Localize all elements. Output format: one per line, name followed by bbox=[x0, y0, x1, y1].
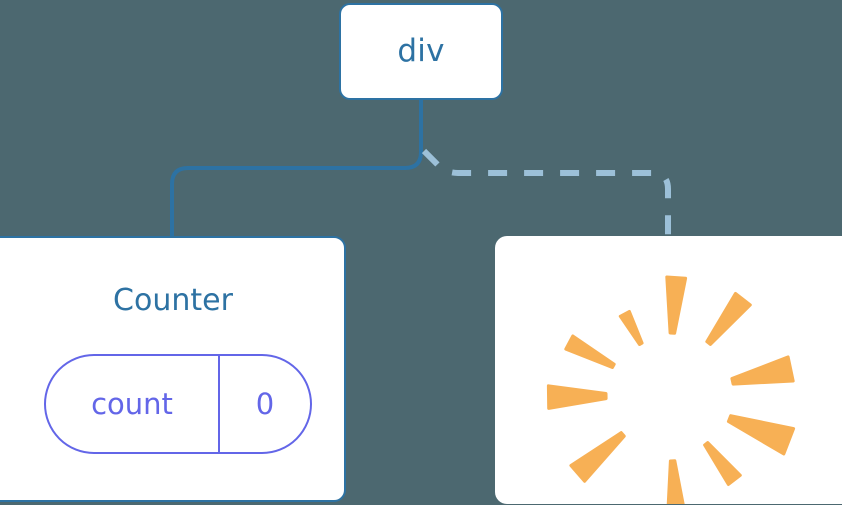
node-div[interactable]: div bbox=[339, 3, 503, 100]
state-pill-count[interactable]: count 0 bbox=[44, 354, 312, 454]
node-div-label: div bbox=[397, 33, 445, 69]
card-burst[interactable] bbox=[495, 236, 842, 504]
ray-w bbox=[546, 384, 608, 410]
ray-n bbox=[665, 275, 688, 335]
state-pill-value: 0 bbox=[255, 387, 275, 421]
ray-ene bbox=[730, 355, 795, 386]
burst-sparkle-icon bbox=[546, 275, 796, 504]
ray-nnw bbox=[618, 310, 644, 346]
ray-nne bbox=[705, 291, 752, 346]
ray-wnw bbox=[564, 334, 616, 369]
ray-wsw bbox=[569, 431, 626, 483]
edge-to-burst bbox=[421, 148, 671, 238]
ray-s bbox=[666, 459, 685, 504]
edge-to-counter bbox=[170, 150, 423, 240]
card-counter[interactable]: Counter count 0 bbox=[0, 236, 346, 502]
ray-sse bbox=[703, 441, 742, 486]
ray-e bbox=[726, 414, 796, 456]
counter-title: Counter bbox=[113, 283, 233, 318]
state-pill-key: count bbox=[46, 356, 220, 452]
